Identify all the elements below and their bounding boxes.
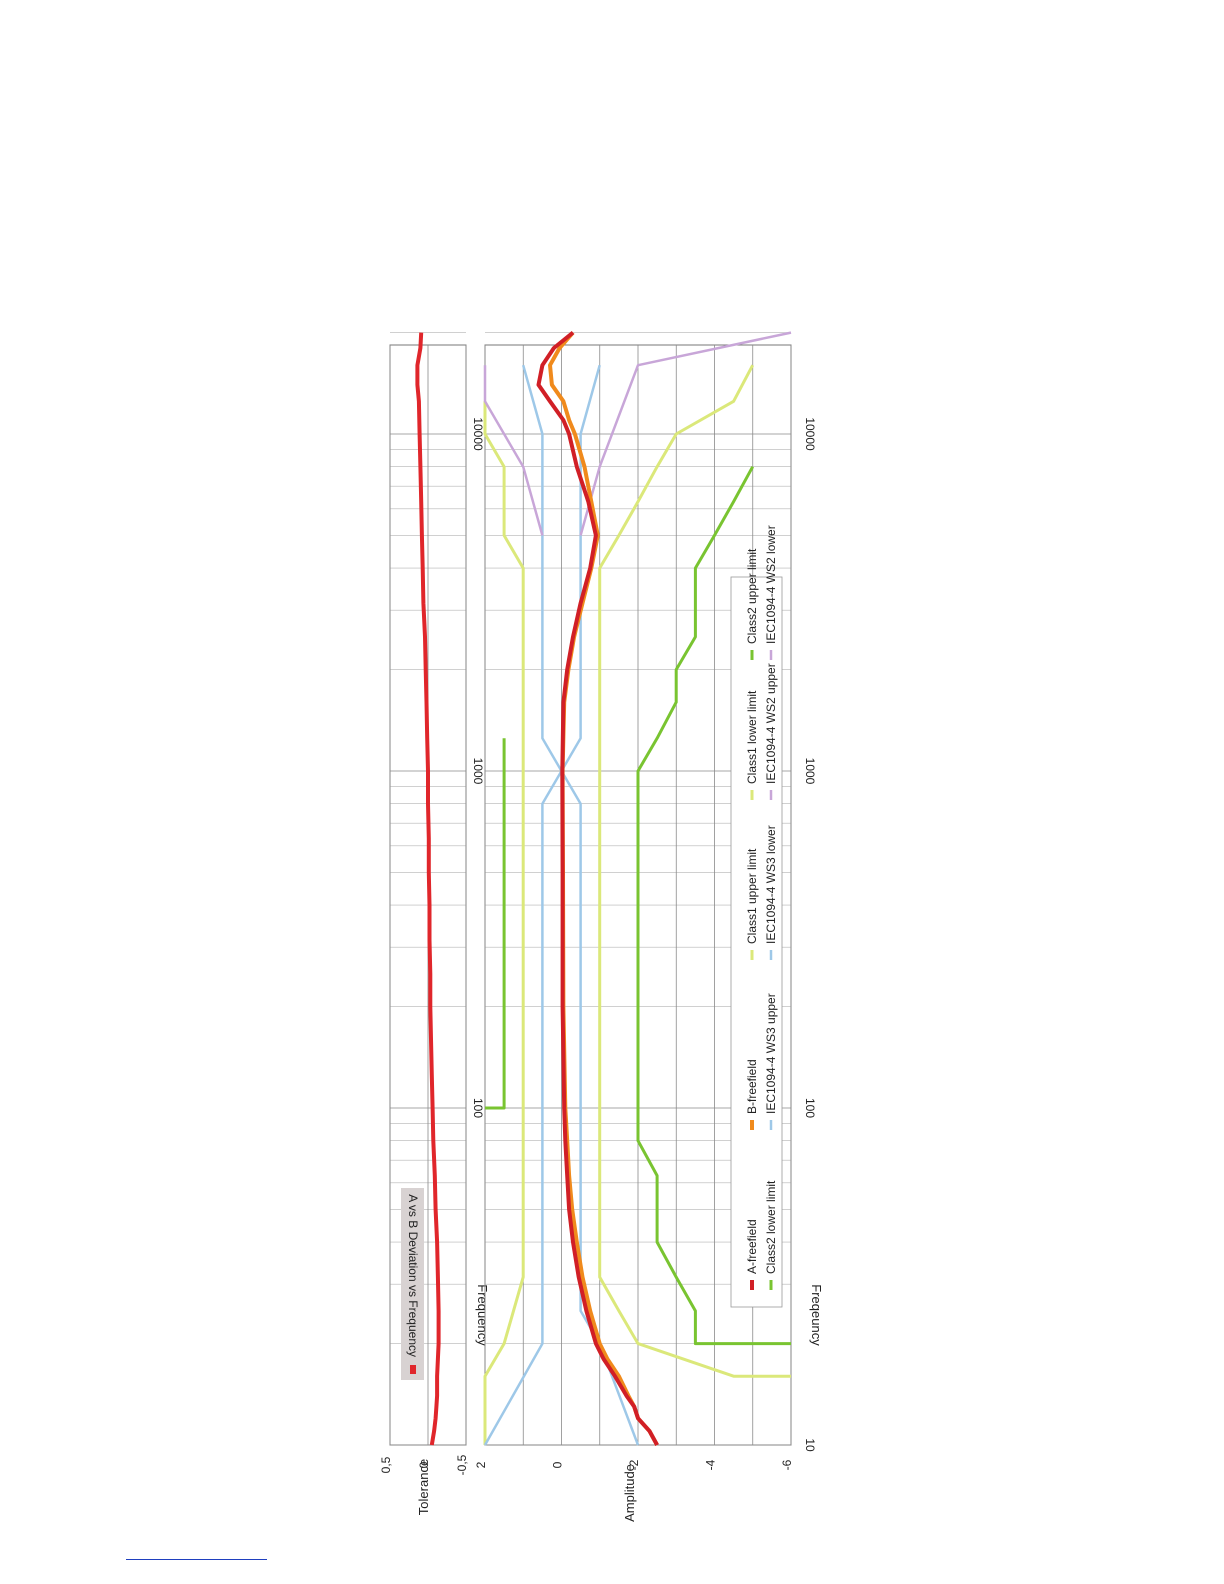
tolerance-x-axis-label: Frequency <box>475 1284 490 1346</box>
tolerance-legend-label: A vs B Deviation vs Frequency <box>406 1194 420 1357</box>
tolerance-series <box>415 332 441 1446</box>
amplitude-legend-box <box>730 576 783 1308</box>
tolerance-y-tick-label: 0 <box>417 1461 431 1468</box>
series-line-a-freefield <box>536 331 659 1446</box>
tolerance-x-tick-label: 100 <box>471 1098 485 1118</box>
deviation-series-line <box>415 332 441 1446</box>
tolerance-y-tick-label: 0,5 <box>379 1456 393 1473</box>
tolerance-legend-box <box>401 1188 424 1380</box>
amplitude-y-tick-label: -2 <box>627 1459 641 1470</box>
amplitude-y-tick-label: -4 <box>704 1459 718 1470</box>
amplitude-x-tick-label: 1000 <box>803 758 817 785</box>
amplitude-series <box>483 331 792 1446</box>
amplitude-x-tick-label: 10 <box>803 1438 817 1452</box>
legend-entry-label: Class2 upper limit <box>745 548 759 644</box>
amplitude-y-tick-label: 0 <box>551 1461 565 1468</box>
footnote-rule <box>126 1559 267 1560</box>
legend-entry-label: B-freefield <box>745 1059 759 1114</box>
tolerance-y-tick-label: -0,5 <box>455 1454 469 1475</box>
legend-entry-label: IEC1094-4 WS2 lower <box>764 525 778 644</box>
amplitude-x-axis-label: Freqeuncy <box>809 1284 824 1346</box>
tolerance-x-tick-label: 10000 <box>471 417 485 451</box>
tolerance-legend: A vs B Deviation vs Frequency <box>401 1188 424 1380</box>
amplitude-chart: 2 0 -2 -4 -6 10 100 1000 10000 Amplitude Freqeu… <box>474 331 824 1522</box>
series-line-class2-upper-limit <box>485 738 506 1110</box>
series-line-b-freefield <box>548 331 659 1446</box>
legend-entry-label: A-freefield <box>745 1219 759 1274</box>
legend-entry-label: IEC1094-4 WS2 upper <box>764 663 778 784</box>
amplitude-y-tick-label: -6 <box>780 1459 794 1470</box>
series-line-class1-upper-limit <box>483 401 525 1445</box>
legend-entry-label: IEC1094-4 WS3 lower <box>764 825 778 944</box>
amplitude-x-tick-label: 10000 <box>803 417 817 451</box>
legend-entry-label: Class1 lower limit <box>745 690 759 784</box>
series-line-class2-lower-limit <box>636 465 791 1346</box>
legend-entry-label: IEC1094-4 WS3 upper <box>764 993 778 1114</box>
tolerance-y-ticks: 0,5 0 -0,5 <box>379 1454 469 1475</box>
amplitude-axis-label: Amplitude <box>622 1464 637 1522</box>
amplitude-y-tick-label: 2 <box>474 1461 488 1468</box>
amplitude-x-tick-label: 100 <box>803 1098 817 1118</box>
tolerance-x-tick-label: 1000 <box>471 758 485 785</box>
legend-entry-label: Class2 lower limit <box>764 1180 778 1274</box>
amplitude-y-ticks: 2 0 -2 -4 -6 <box>474 1459 794 1470</box>
tolerance-legend-swatch <box>410 1365 416 1374</box>
amplitude-x-ticks: 10 100 1000 10000 <box>803 417 817 1452</box>
tolerance-axis-label: Tolerance <box>416 1459 431 1515</box>
amplitude-legend: A-freefield Class2 lower limit B-freefield… <box>730 525 783 1308</box>
legend-entry-label: Class1 upper limit <box>745 848 759 944</box>
series-line-iec1094-4-ws2-upper <box>483 365 544 536</box>
series-line-class1-lower-limit <box>598 364 791 1378</box>
